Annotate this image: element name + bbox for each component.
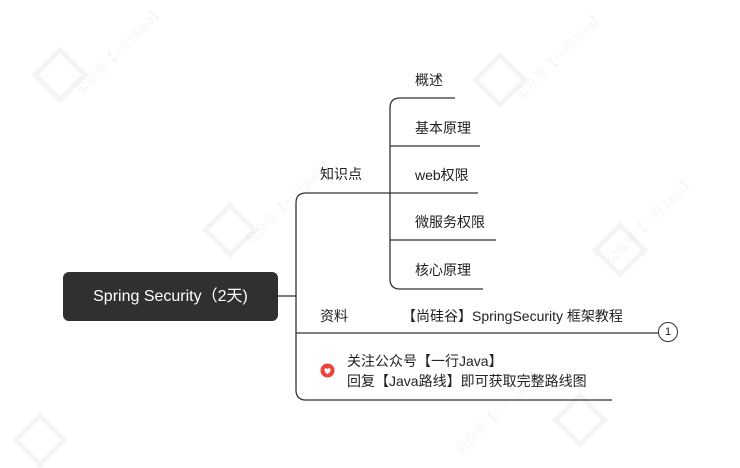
child-overview[interactable]: 概述 xyxy=(415,72,443,88)
root-node[interactable]: Spring Security（2天) xyxy=(63,272,278,321)
child-core-principles[interactable]: 核心原理 xyxy=(415,262,471,278)
branch-knowledge[interactable]: 知识点 xyxy=(320,166,362,182)
child-basic-principles[interactable]: 基本原理 xyxy=(415,120,471,136)
heart-icon xyxy=(320,363,335,378)
main-spine xyxy=(295,192,307,401)
materials-link[interactable]: 【尚硅谷】SpringSecurity 框架教程 xyxy=(402,308,623,324)
branch-materials[interactable]: 资料 xyxy=(320,308,348,324)
note-line-1: 关注公众号【一行Java】 xyxy=(347,353,503,369)
child-microservice-permissions[interactable]: 微服务权限 xyxy=(415,214,485,230)
link-count-badge[interactable]: 1 xyxy=(658,322,678,342)
child-web-permissions[interactable]: web权限 xyxy=(415,167,469,183)
note-line-2: 回复【Java路线】即可获取完整路线图 xyxy=(347,373,587,389)
